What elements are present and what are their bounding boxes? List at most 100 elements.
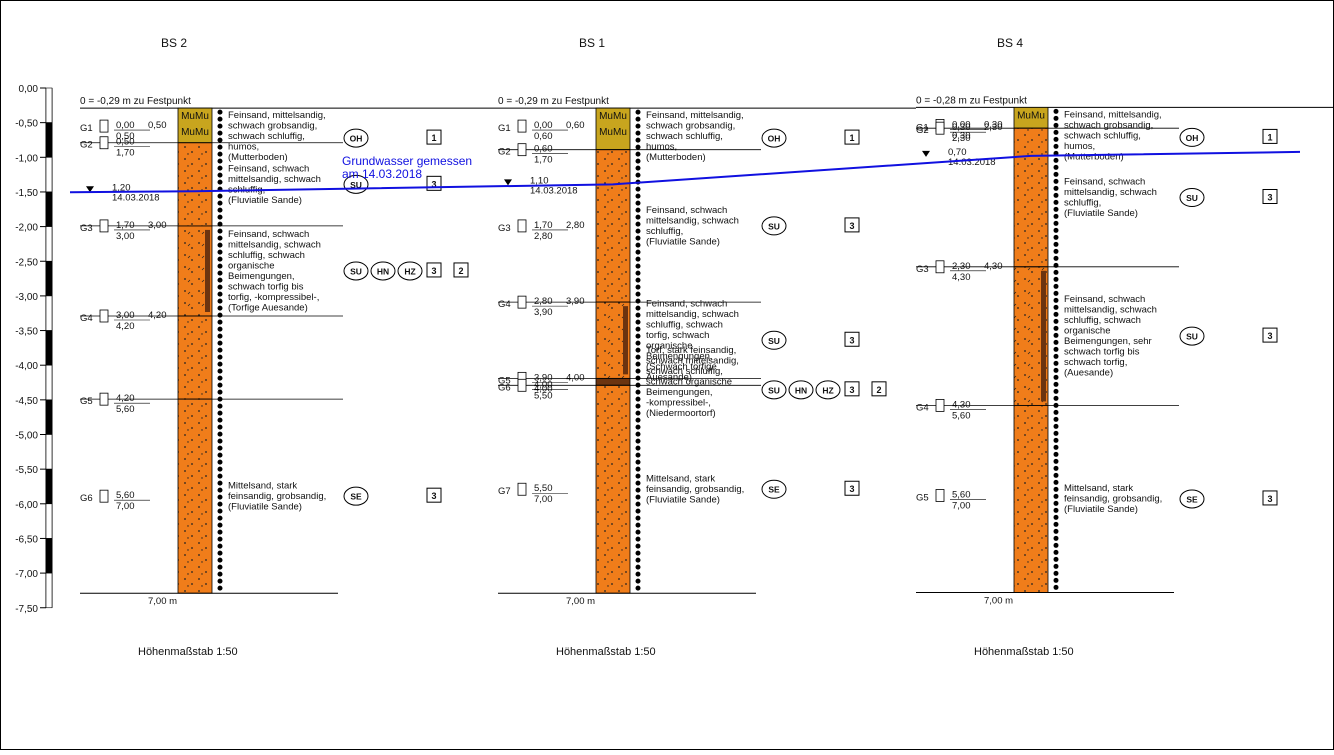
sample-box bbox=[99, 119, 109, 133]
sample-dot bbox=[217, 494, 223, 500]
layer-description-line: feinsandig, grobsandig, bbox=[1064, 494, 1162, 505]
scale-tick-label: -7,50 bbox=[15, 604, 38, 615]
layer-description-line: organische bbox=[228, 260, 274, 271]
soil-group-se-symbol bbox=[761, 479, 787, 499]
sample-id: G3 bbox=[80, 223, 93, 234]
scale-tick-label: -3,00 bbox=[15, 292, 38, 303]
layer-description-line: Feinsand, schwach bbox=[646, 205, 727, 216]
layer-description-line: mittelsandig, schwach bbox=[228, 239, 321, 250]
layer-sand bbox=[1013, 127, 1049, 268]
layer-boundary-depth: 2,30 bbox=[984, 122, 1003, 133]
sample-dot bbox=[635, 515, 641, 521]
sample-dot bbox=[1053, 318, 1059, 324]
sample-dot bbox=[635, 277, 641, 283]
sample-bottom-depth: 0,30 bbox=[952, 130, 971, 141]
soil-class-label: 3 bbox=[849, 335, 854, 345]
borehole-title: BS 1 bbox=[579, 36, 605, 50]
sample-dot bbox=[217, 487, 223, 493]
sample-dot bbox=[1053, 493, 1059, 499]
scale-segment bbox=[45, 157, 53, 193]
soil-class-box bbox=[1262, 128, 1278, 144]
layer-description-line: Feinsand, schwach bbox=[228, 229, 309, 240]
sample-dot bbox=[635, 242, 641, 248]
sample-dot bbox=[1053, 563, 1059, 569]
final-depth-label: 7,00 m bbox=[148, 596, 177, 607]
sample-top-depth: 1,70 bbox=[534, 220, 553, 231]
layer-description-line: schluffig, schwach bbox=[228, 250, 305, 261]
layer-sand bbox=[595, 149, 631, 303]
layer-description-line: Feinsand, schwach bbox=[228, 163, 309, 174]
sample-dot bbox=[1053, 143, 1059, 149]
soil-class-box bbox=[844, 381, 860, 397]
sample-dot bbox=[217, 116, 223, 122]
sample-dot bbox=[1053, 353, 1059, 359]
sample-dot bbox=[217, 508, 223, 514]
sample-box bbox=[99, 219, 109, 233]
soil-class-label: 1 bbox=[849, 133, 854, 143]
layer-description-line: schwach grobsandig, bbox=[228, 121, 317, 132]
soil-class-box bbox=[426, 262, 442, 278]
layer-sand bbox=[177, 315, 213, 400]
sample-dot bbox=[635, 368, 641, 374]
scale-tick-label: -2,00 bbox=[15, 223, 38, 234]
sample-dot bbox=[217, 382, 223, 388]
layer-description-line: (Torfige Auesande) bbox=[228, 302, 308, 313]
sample-bottom-depth: 0,50 bbox=[116, 131, 135, 142]
soil-group-label: SU bbox=[1186, 332, 1198, 342]
sample-dot bbox=[1053, 542, 1059, 548]
sample-dot bbox=[217, 193, 223, 199]
soil-class-label: 3 bbox=[431, 491, 436, 501]
sample-bottom-depth: 4,30 bbox=[952, 272, 971, 283]
sample-dot bbox=[635, 333, 641, 339]
sample-dot bbox=[217, 305, 223, 311]
sample-dot bbox=[1053, 430, 1059, 436]
scale-tick-label: -4,00 bbox=[15, 361, 38, 372]
layer-peat bbox=[595, 377, 631, 386]
sample-dot bbox=[1053, 248, 1059, 254]
soil-group-label: OH bbox=[768, 134, 781, 144]
sample-dot bbox=[217, 557, 223, 563]
layer-description-line: mittelsandig, schwach bbox=[1064, 305, 1157, 316]
sample-dot bbox=[1053, 528, 1059, 534]
sample-dot bbox=[217, 536, 223, 542]
sample-dot bbox=[635, 284, 641, 290]
sample-dot bbox=[217, 550, 223, 556]
layer-description-line: mittelsandig, schwach bbox=[228, 174, 321, 185]
sample-dot bbox=[217, 375, 223, 381]
soil-class-label: 3 bbox=[1267, 331, 1272, 341]
sample-dot bbox=[1053, 269, 1059, 275]
groundwater-date: 14.03.2018 bbox=[948, 157, 996, 168]
sample-dot bbox=[1053, 325, 1059, 331]
sample-dot bbox=[217, 543, 223, 549]
layer-description-line: (Fluviatile Sande) bbox=[228, 195, 302, 206]
sample-dot bbox=[635, 312, 641, 318]
sample-dot bbox=[1053, 255, 1059, 261]
scale-segment bbox=[45, 122, 53, 158]
sample-dot bbox=[1053, 549, 1059, 555]
sample-top-depth: 4,00 bbox=[534, 379, 553, 390]
sample-box bbox=[517, 219, 527, 233]
layer-description-line: schwach torfig bis bbox=[228, 281, 304, 292]
sample-bottom-depth: 7,00 bbox=[116, 501, 135, 512]
layer-description-line: Feinsand, schwach bbox=[646, 298, 727, 309]
sample-dot bbox=[635, 354, 641, 360]
sample-dot bbox=[635, 564, 641, 570]
sample-dot bbox=[217, 571, 223, 577]
sample-dot bbox=[635, 445, 641, 451]
sample-dot bbox=[1053, 507, 1059, 513]
scale-segment bbox=[45, 468, 53, 505]
soil-group-su-symbol bbox=[1179, 187, 1205, 207]
topsoil-mu-label: MuMu bbox=[181, 127, 209, 138]
sample-id: G3 bbox=[498, 223, 511, 234]
layer-sand bbox=[177, 398, 213, 594]
scale-tick-label: 0,00 bbox=[19, 84, 39, 95]
scale-segment bbox=[45, 295, 53, 331]
borehole-title: BS 2 bbox=[161, 36, 187, 50]
layer-description-line: organische bbox=[646, 340, 692, 351]
soil-class-label: 3 bbox=[849, 221, 854, 231]
sample-dot bbox=[635, 480, 641, 486]
sample-dot bbox=[1053, 206, 1059, 212]
sample-id: G6 bbox=[80, 493, 93, 504]
sample-dot bbox=[217, 298, 223, 304]
